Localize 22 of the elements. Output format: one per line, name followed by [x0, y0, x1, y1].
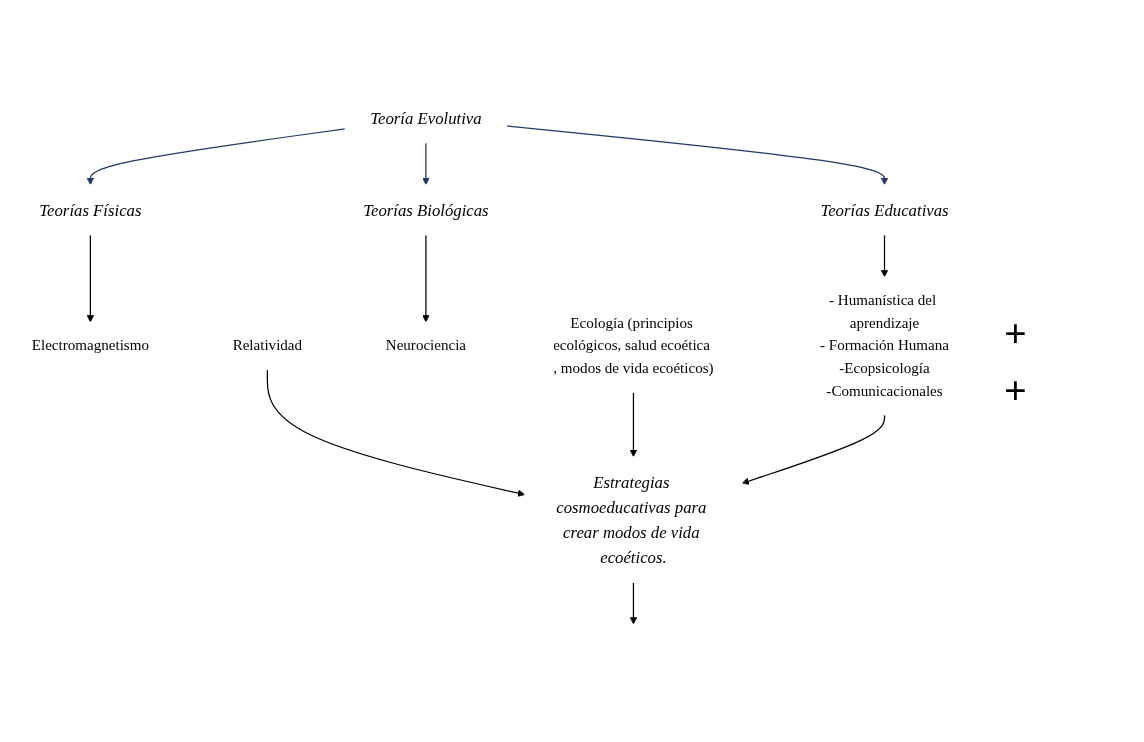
- node-text: Estrategias cosmoeducativas para crear modos de vida ecoéticos.: [556, 472, 707, 567]
- arrow: [629, 391, 638, 458]
- node-text: - Humanística del aprendizaje - Formación Humana -Ecopsicología -Comunicacionales: [820, 291, 949, 400]
- node-text: Ecología (principios ecológicos, salud ecoética , modos de vida ecoéticos): [553, 314, 714, 377]
- arrow: [880, 234, 889, 278]
- arrow: [506, 125, 889, 186]
- node-text: Teorías Educativas: [820, 200, 949, 220]
- arrow: [629, 581, 638, 625]
- arrow: [86, 234, 95, 323]
- node-text: Relatividad: [232, 337, 303, 354]
- node-text: Neurociencia: [385, 337, 467, 354]
- plus-sign: +: [1004, 310, 1028, 357]
- node-text: Teorías Físicas: [39, 200, 142, 220]
- arrow: [741, 414, 886, 485]
- node-text: Teoría Evolutiva: [370, 108, 482, 128]
- arrow: [422, 234, 430, 323]
- arrow: [422, 142, 430, 186]
- node-text: Electromagnetismo: [31, 337, 149, 354]
- plus-sign: +: [1004, 367, 1028, 414]
- arrow: [86, 128, 346, 186]
- arrow: [266, 369, 525, 497]
- node-text: Teorías Biológicas: [363, 200, 489, 220]
